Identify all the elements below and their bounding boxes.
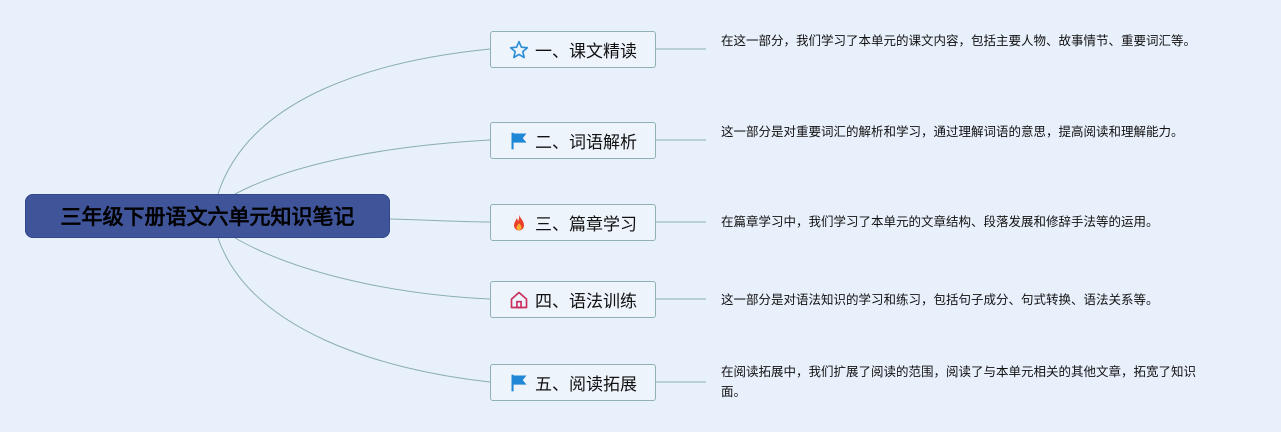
branch-note-1: 在这一部分，我们学习了本单元的课文内容，包括主要人物、故事情节、重要词汇等。 bbox=[721, 33, 1197, 48]
branch-topic-2[interactable]: 二、词语解析 bbox=[490, 122, 656, 159]
branch-topic-3[interactable]: 三、篇章学习 bbox=[490, 204, 656, 241]
branch-label-5: 五、阅读拓展 bbox=[535, 375, 637, 395]
root-topic[interactable]: 三年级下册语文六单元知识笔记 bbox=[25, 194, 390, 238]
branch-label-2: 二、词语解析 bbox=[535, 133, 637, 153]
branch-topic-4[interactable]: 四、语法训练 bbox=[490, 281, 656, 318]
star-outline-icon bbox=[509, 40, 529, 60]
branch-label-3: 三、篇章学习 bbox=[535, 215, 637, 235]
branch-topic-1[interactable]: 一、课文精读 bbox=[490, 31, 656, 68]
branch-topic-5[interactable]: 五、阅读拓展 bbox=[490, 364, 656, 401]
connector-2 bbox=[234, 139, 491, 195]
flag-icon bbox=[509, 373, 529, 393]
connector-4 bbox=[234, 237, 491, 300]
branch-label-4: 四、语法训练 bbox=[535, 292, 637, 312]
connector-3 bbox=[389, 218, 491, 223]
root-title: 三年级下册语文六单元知识笔记 bbox=[60, 205, 355, 229]
house-icon bbox=[509, 290, 529, 310]
branch-note-5: 在阅读拓展中，我们扩展了阅读的范围，阅读了与本单元相关的其他文章，拓宽了知识面。 bbox=[721, 364, 1197, 399]
connector-5 bbox=[217, 237, 491, 383]
branch-note-3: 在篇章学习中，我们学习了本单元的文章结构、段落发展和修辞手法等的运用。 bbox=[721, 214, 1159, 229]
branch-note-4: 这一部分是对语法知识的学习和练习，包括句子成分、句式转换、语法关系等。 bbox=[721, 292, 1159, 307]
flag-icon bbox=[509, 131, 529, 151]
fire-icon bbox=[509, 213, 529, 233]
connector-1 bbox=[217, 48, 491, 195]
branch-note-2: 这一部分是对重要词汇的解析和学习，通过理解词语的意思，提高阅读和理解能力。 bbox=[721, 124, 1184, 139]
branch-label-1: 一、课文精读 bbox=[535, 42, 637, 62]
